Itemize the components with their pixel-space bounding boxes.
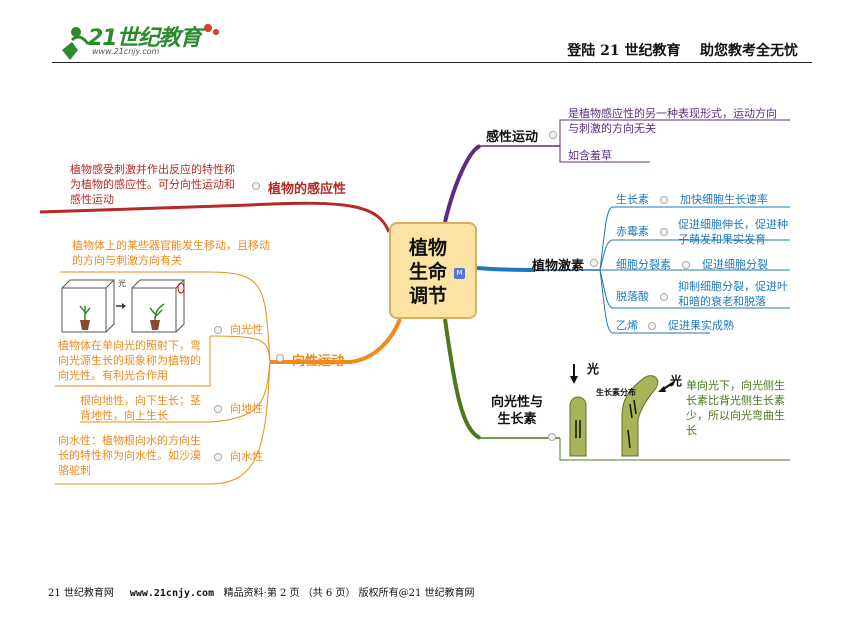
tropism-name-hydrotropism: 向水性 <box>230 450 263 463</box>
hormone-name-cytokinin: 细胞分裂素 <box>616 258 671 271</box>
footer-site: 21 世纪教育网 <box>48 588 114 599</box>
sensitivity-movement-example: 如含羞草 <box>568 149 612 162</box>
hormone-name-ethylene: 乙烯 <box>616 319 638 332</box>
tropism-name-phototropism: 向光性 <box>230 323 263 336</box>
collapse-toggle-icon[interactable] <box>214 405 222 413</box>
footer-url[interactable]: www.21cnjy.com <box>129 588 215 599</box>
header-divider <box>52 62 812 63</box>
footer-page-info: 精品资料·第 2 页 （共 6 页） 版权所有@21 世纪教育网 <box>223 588 475 599</box>
hormone-effect-auxin: 加快细胞生长速率 <box>680 193 768 206</box>
branch-sensitivity-movement: 感性运动 <box>486 130 539 145</box>
geotropism-desc: 根向地性，向下生长；茎背地性，向上生长 <box>80 394 201 422</box>
branch-phototropism-auxin: 向光性与生长素 <box>490 395 543 427</box>
collapse-toggle-icon[interactable] <box>252 182 260 190</box>
collapse-toggle-icon[interactable] <box>590 259 598 267</box>
collapse-toggle-icon[interactable] <box>548 433 556 441</box>
collapse-toggle-icon[interactable] <box>549 131 557 139</box>
logo-text: 21世纪教育 <box>88 26 202 51</box>
branch-tropism: 向性运动 <box>292 354 345 369</box>
phototropism-auxin-desc: 单向光下，向光侧生长素比背光侧生长素少，所以向光弯曲生长 <box>686 379 785 437</box>
auxin-diagram-light-label-2: 光 <box>670 374 683 388</box>
collapse-toggle-icon[interactable] <box>660 196 668 204</box>
branch-plant-response: 植物的感应性 <box>268 182 347 197</box>
collapse-toggle-icon[interactable] <box>682 261 690 269</box>
central-topic-title: 植物生命调节 <box>408 237 447 307</box>
collapse-toggle-icon[interactable] <box>214 453 222 461</box>
phototropism-desc: 植物体在单向光的照射下，弯向光源生长的现象称为植物的向光性。有利光合作用 <box>58 339 201 382</box>
hormone-name-auxin: 生长素 <box>616 193 649 206</box>
collapse-toggle-icon[interactable] <box>276 354 284 362</box>
hormone-name-abscisic-acid: 脱落酸 <box>616 290 649 303</box>
tropism-desc: 植物体上的某些器官能发生移动，且移动的方向与刺激方向有关 <box>72 239 270 267</box>
central-topic-box <box>389 222 477 319</box>
hydrotropism-desc: 向水性：植物根向水的方向生长的特性称为向水性。如沙漠骆驼刺 <box>58 434 201 477</box>
experiment-light-label: 光 <box>118 279 126 288</box>
coleoptile-auxin-diagram <box>569 364 675 457</box>
branch-plant-hormones: 植物激素 <box>532 259 585 274</box>
sensitivity-movement-desc: 是植物感应性的另一种表现形式，运动方向与刺激的方向无关 <box>568 107 777 135</box>
plant-response-desc: 植物感受刺激并作出反应的特性称为植物的感应性。可分向性运动和感性运动 <box>70 163 235 206</box>
collapse-toggle-icon[interactable] <box>648 322 656 330</box>
page-footer: 21 世纪教育网 www.21cnjy.com 精品资料·第 2 页 （共 6 … <box>48 584 475 599</box>
collapse-toggle-icon[interactable] <box>214 326 222 334</box>
hormone-effect-abscisic-acid: 抑制细胞分裂，促进叶和暗的衰老和脱落 <box>678 280 788 308</box>
site-logo-icon <box>62 24 219 60</box>
hormone-effect-ethylene: 促进果实成熟 <box>668 319 734 332</box>
auxin-distribution-label: 生长素分布 <box>596 388 636 397</box>
phototropism-experiment-image <box>61 279 186 333</box>
collapse-toggle-icon[interactable] <box>660 228 668 236</box>
tropism-name-geotropism: 向地性 <box>230 402 263 415</box>
header-slogan: 登陆 21 世纪教育 助您教考全无忧 <box>567 43 798 59</box>
collapse-toggle-icon[interactable] <box>660 293 668 301</box>
hormone-name-gibberellin: 赤霉素 <box>616 225 649 238</box>
auxin-diagram-light-label: 光 <box>587 362 600 376</box>
logo-url: www.21cnjy.com <box>92 47 160 56</box>
map-badge-icon: M <box>454 268 465 279</box>
hormone-effect-gibberellin: 促进细胞伸长，促进种子萌发和果实发育 <box>678 218 788 246</box>
hormone-effect-cytokinin: 促进细胞分裂 <box>702 258 768 271</box>
